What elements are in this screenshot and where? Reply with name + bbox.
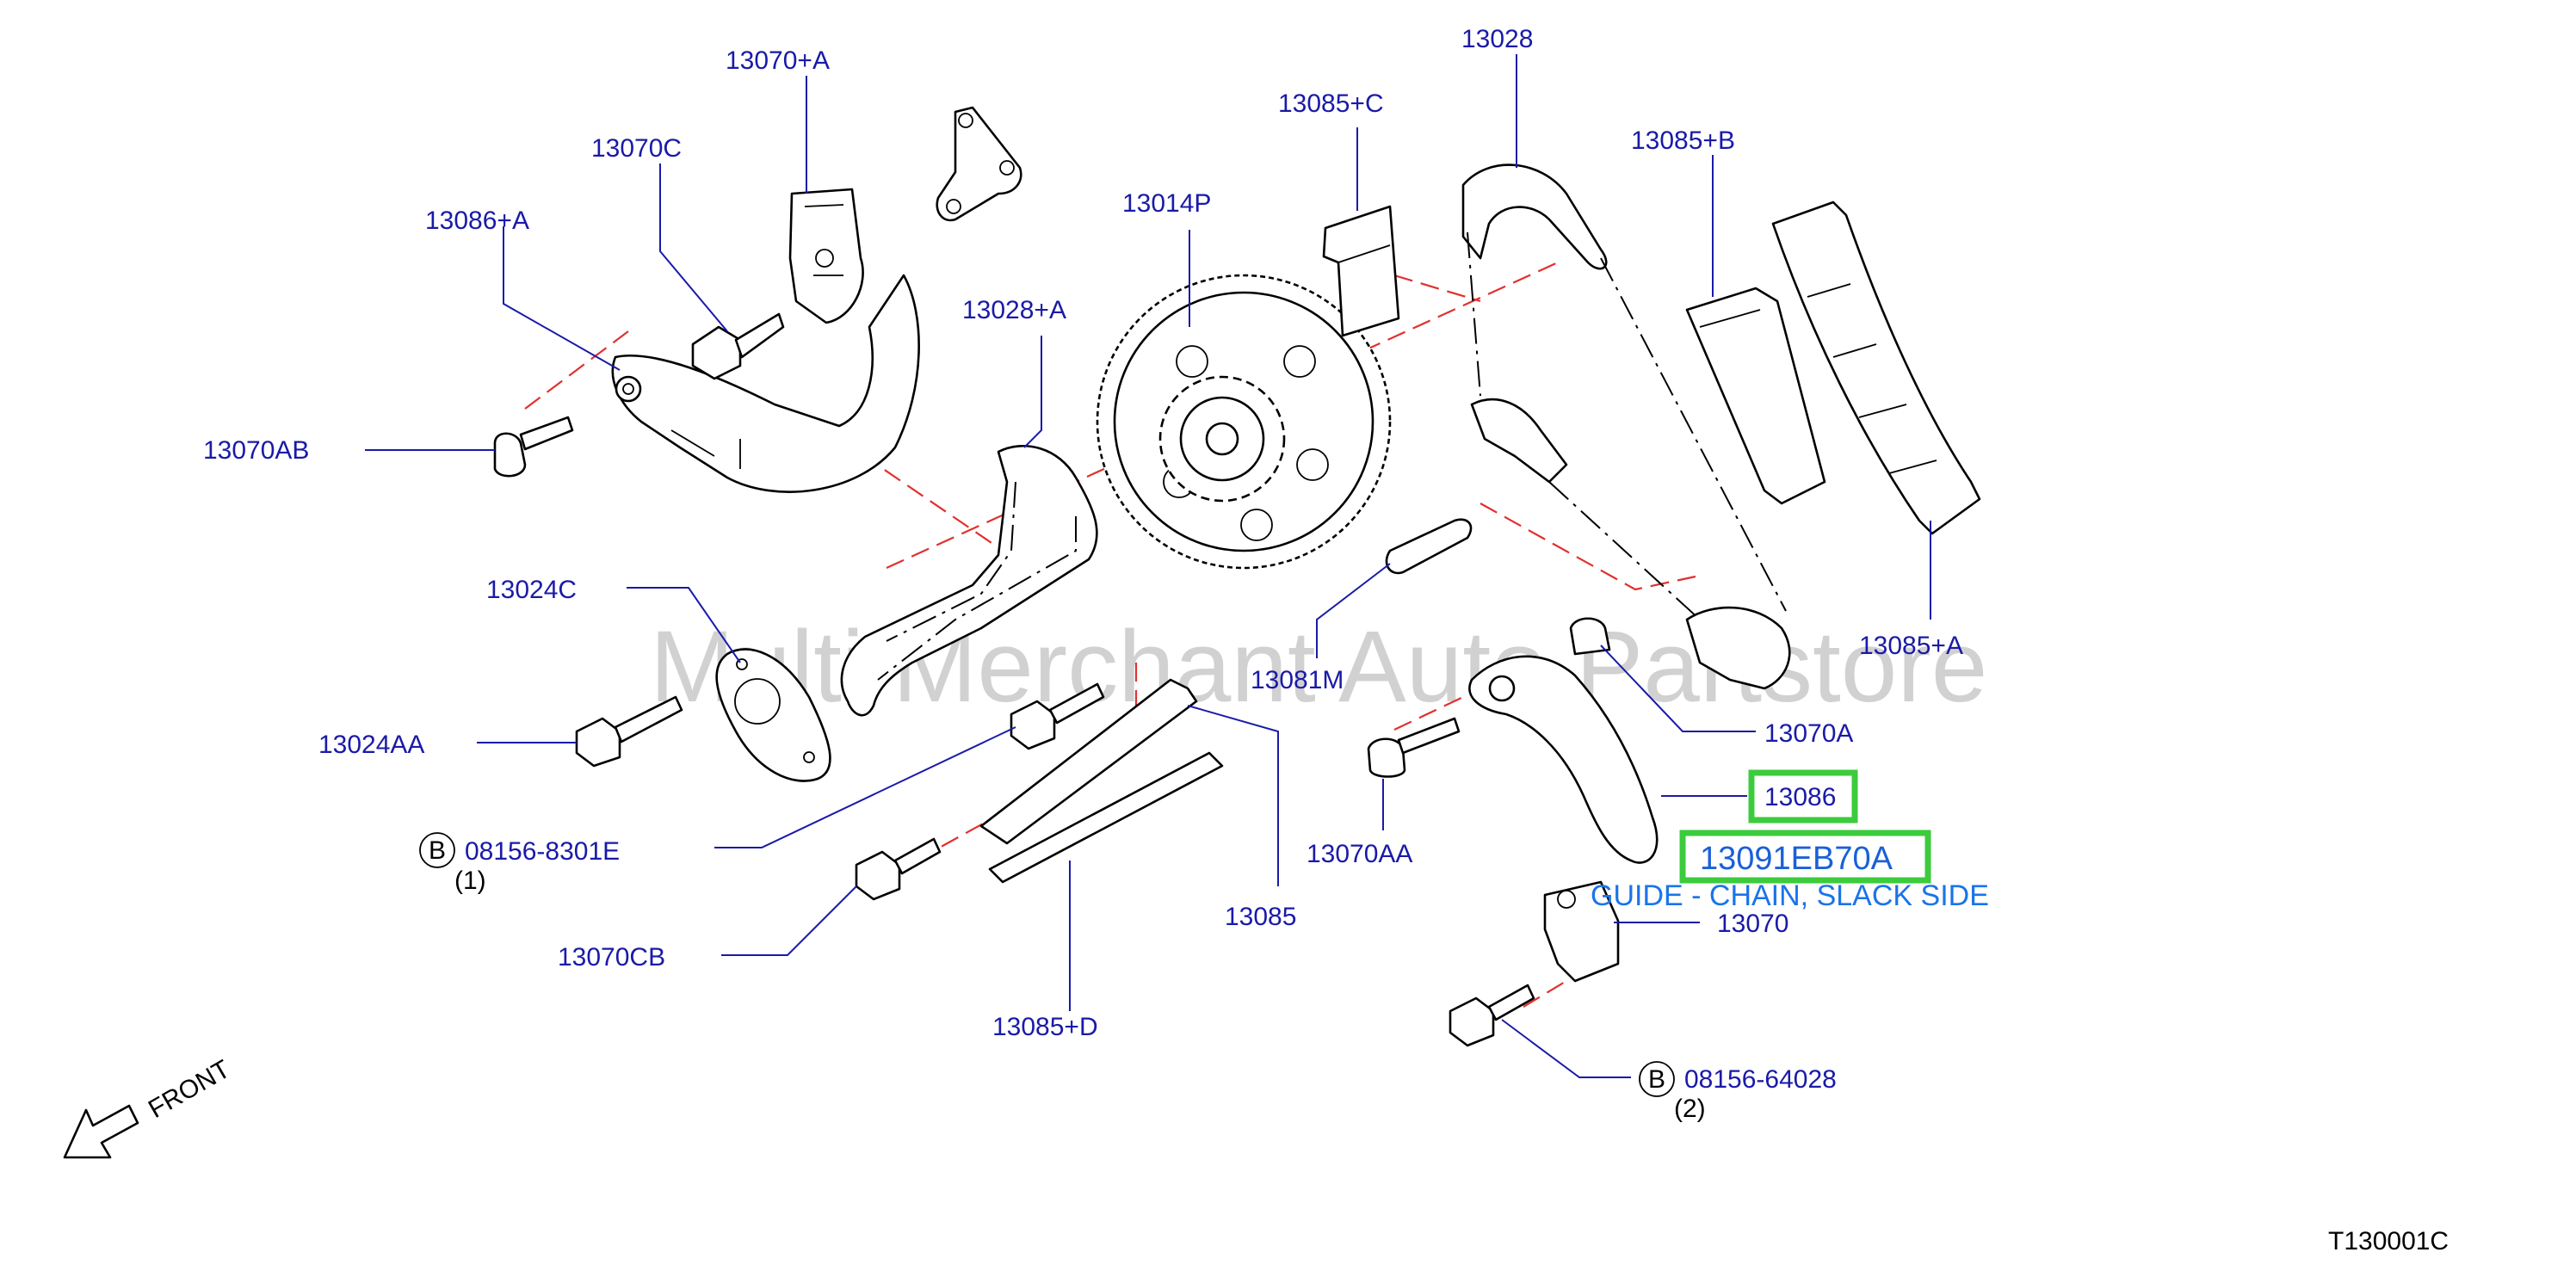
- slack-guide-13086: [1468, 655, 1659, 864]
- circle-b-1-letter: B: [429, 836, 446, 865]
- pin-13070a: [1569, 617, 1611, 656]
- label-13085-b[interactable]: 13085+B: [1631, 126, 1735, 155]
- sprocket-13014p: [1096, 274, 1392, 570]
- tensioner-13070: [1543, 880, 1620, 983]
- label-13024c[interactable]: 13024C: [486, 576, 577, 604]
- bolt-08156-8301e: [1010, 682, 1105, 750]
- label-13086-a[interactable]: 13086+A: [425, 207, 529, 235]
- label-13070-a[interactable]: 13070+A: [726, 46, 830, 75]
- guide-13085c: [1322, 205, 1400, 337]
- label-13081m[interactable]: 13081M: [1251, 666, 1344, 694]
- shaft-13081m: [1385, 518, 1473, 575]
- label-13028[interactable]: 13028: [1461, 25, 1533, 53]
- label-13070ab[interactable]: 13070AB: [203, 436, 309, 465]
- front-label: FRONT: [144, 1055, 235, 1124]
- bolt-13070c: [691, 312, 785, 380]
- label-13085-d[interactable]: 13085+D: [992, 1013, 1098, 1041]
- qty-2: (2): [1674, 1095, 1706, 1123]
- bolt-13024aa: [575, 695, 683, 768]
- bolt-08156-64028: [1449, 984, 1535, 1047]
- label-13070[interactable]: 13070: [1717, 910, 1788, 938]
- label-13070c[interactable]: 13070C: [591, 134, 682, 163]
- part-description: GUIDE - CHAIN, SLACK SIDE: [1591, 879, 1989, 912]
- circle-b-2: [1639, 1061, 1675, 1097]
- label-08156-64028[interactable]: 08156-64028: [1684, 1065, 1837, 1094]
- gasket-13024c: [715, 648, 831, 782]
- label-13085-c[interactable]: 13085+C: [1278, 89, 1384, 118]
- label-13086[interactable]: 13086: [1764, 783, 1836, 811]
- guide-13085b: [1685, 287, 1826, 505]
- timing-chain-13028a: [840, 445, 1098, 717]
- bolt-13070cb: [855, 837, 942, 901]
- timing-chain-13028: [1461, 163, 1791, 690]
- guide-13085a: [1771, 200, 1981, 535]
- leader-lines: [365, 54, 1931, 1078]
- label-13085[interactable]: 13085: [1225, 903, 1296, 931]
- label-13024aa[interactable]: 13024AA: [318, 731, 424, 759]
- label-13091eb70a[interactable]: 13091EB70A: [1700, 841, 1893, 877]
- guide-strips-13085: [979, 678, 1224, 884]
- qty-1: (1): [454, 867, 486, 895]
- circle-b-1: [419, 832, 455, 868]
- label-13070cb[interactable]: 13070CB: [558, 943, 665, 972]
- pin-13070aa: [1367, 717, 1461, 778]
- label-08156-8301e[interactable]: 08156-8301E: [465, 837, 620, 866]
- highlight-box-13086: [1748, 769, 1858, 824]
- circle-b-2-letter: B: [1648, 1065, 1665, 1094]
- front-arrow: [63, 1104, 139, 1159]
- drawing-code: T130001C: [2328, 1227, 2449, 1255]
- chain-tensioner-13070a: [788, 188, 864, 324]
- label-13028-a[interactable]: 13028+A: [962, 296, 1066, 324]
- label-13014p[interactable]: 13014P: [1122, 189, 1211, 218]
- highlight-box-13091eb70a: [1679, 830, 1931, 884]
- label-13070a[interactable]: 13070A: [1764, 719, 1853, 748]
- tension-guide-13086a: [611, 274, 920, 493]
- bracket-plate: [936, 106, 1022, 222]
- label-13070aa[interactable]: 13070AA: [1307, 840, 1412, 868]
- label-13085-a[interactable]: 13085+A: [1859, 632, 1963, 660]
- pin-13070ab: [493, 416, 574, 478]
